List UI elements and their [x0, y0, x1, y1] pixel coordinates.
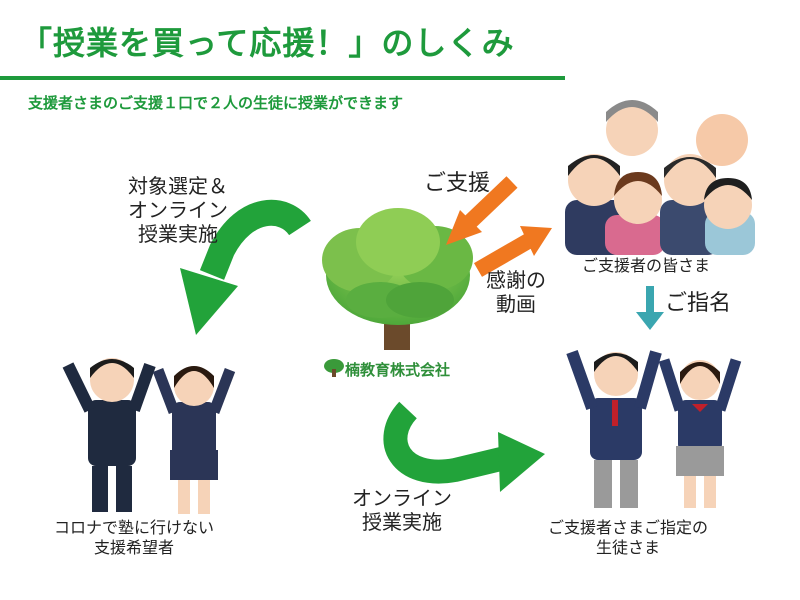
right-students-icon — [566, 349, 742, 508]
nominate-arrow-icon — [636, 286, 664, 330]
right-students-label-line2: 生徒さま — [596, 538, 661, 557]
company-mark-icon — [324, 359, 344, 377]
supporters-group-icon — [565, 100, 755, 255]
selection-label: 対象選定＆ オンライン 授業実施 — [128, 174, 228, 246]
selection-label-line3: 授業実施 — [138, 222, 218, 246]
tree-logo-icon — [322, 208, 473, 350]
nominate-label: ご指名 — [665, 291, 732, 316]
page-subtitle: 支援者さまのご支援１口で２人の生徒に授業ができます — [28, 94, 404, 112]
right-students-label-line1: ご支援者さまご指定の — [548, 518, 709, 537]
online-lesson-label-line2: 授業実施 — [362, 510, 442, 534]
left-students-label: コロナで塾に行けない 支援希望者 — [54, 518, 214, 558]
left-students-label-line2: 支援希望者 — [94, 538, 175, 557]
online-lesson-label-line1: オンライン — [352, 486, 452, 510]
selection-label-line2: オンライン — [128, 198, 228, 222]
selection-curved-arrow-icon — [180, 199, 311, 335]
title-underline — [0, 76, 565, 80]
selection-label-line1: 対象選定＆ — [128, 174, 228, 198]
left-students-icon — [62, 358, 236, 514]
thanks-label-line1: 感謝の — [486, 268, 546, 292]
right-students-label: ご支援者さまご指定の 生徒さま — [548, 518, 708, 558]
company-name: 楠教育株式会社 — [345, 361, 451, 379]
thanks-arrow-icon — [474, 226, 552, 277]
page-title: 「授業を買って応援！」のしくみ — [20, 24, 515, 62]
thanks-label: 感謝の 動画 — [486, 268, 546, 316]
left-students-label-line1: コロナで塾に行けない — [54, 518, 215, 537]
online-lesson-label: オンライン 授業実施 — [352, 486, 452, 534]
online-lesson-curved-arrow-icon — [383, 401, 545, 492]
support-label: ご支援 — [424, 171, 491, 196]
support-arrow-icon — [446, 176, 518, 245]
thanks-label-line2: 動画 — [496, 292, 536, 316]
supporters-label: ご支援者の皆さま — [582, 256, 711, 275]
